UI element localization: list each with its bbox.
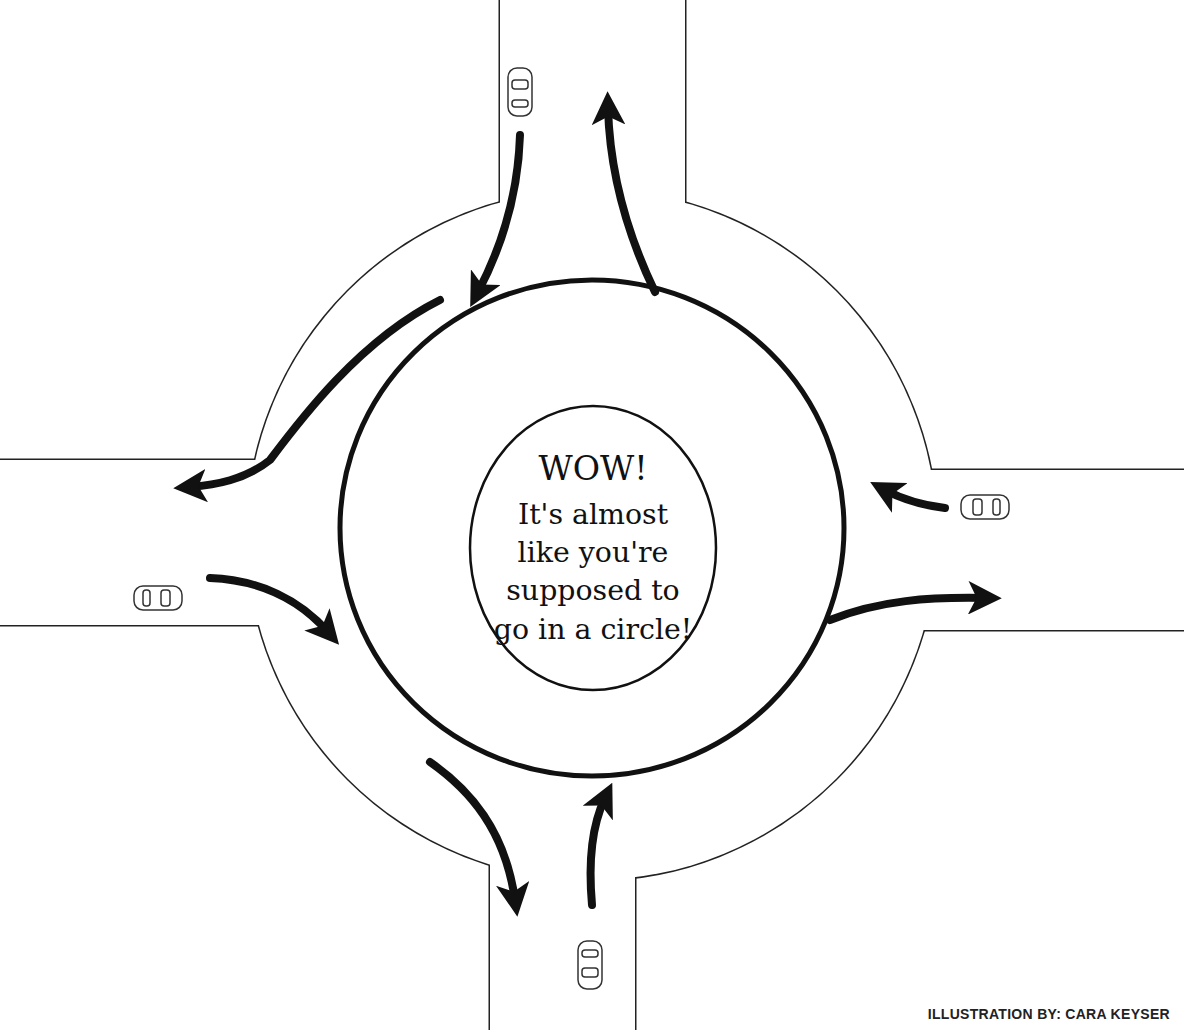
- speech-circle: WOW!It's almost like you're supposed to …: [468, 404, 718, 692]
- circle-content: WOW!It's almost like you're supposed to …: [468, 404, 718, 692]
- cars: [134, 68, 1009, 989]
- exclamation-heading: WOW!: [483, 447, 703, 492]
- central-island: [340, 280, 844, 776]
- traffic-arrows: [190, 108, 985, 905]
- speech-text: It's almost like you're supposed to go i…: [493, 496, 693, 649]
- illustration-credit: ILLUSTRATION BY: CARA KEYSER: [928, 1006, 1170, 1022]
